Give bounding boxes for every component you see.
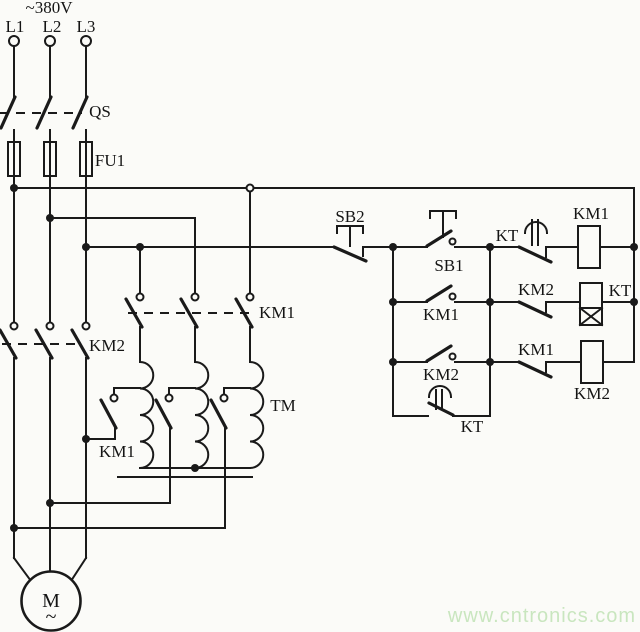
km2-main-label: KM2 — [89, 336, 125, 355]
sb2-stop-button: SB2 — [332, 207, 394, 263]
bus-wires — [13, 187, 635, 295]
watermark: www.cntronics.com — [447, 605, 636, 627]
supply-terminals: ~380V L1 L2 L3 — [6, 0, 96, 47]
km2-aux-label: KM2 — [423, 365, 459, 384]
motor-ac-symbol: ~ — [46, 606, 57, 628]
junction-dots — [10, 184, 638, 532]
phase-label-l1: L1 — [6, 17, 25, 36]
qs-label: QS — [89, 102, 111, 121]
km1-tap-label: KM1 — [99, 442, 135, 461]
kt-row1-label: KT — [496, 226, 519, 245]
tm-winding-2 — [193, 360, 210, 470]
km2-coil-label: KM2 — [574, 384, 610, 403]
km2-nc-label: KM2 — [518, 280, 554, 299]
km1-main-contacts: KM1 — [124, 183, 295, 363]
km2-nc-contact: KM2 — [489, 280, 581, 319]
sb1-label: SB1 — [434, 256, 463, 275]
sb2-label: SB2 — [335, 207, 364, 226]
kt-coil: KT — [578, 281, 635, 327]
km1-no-contact: KM1 — [392, 284, 491, 324]
km1-coil-label: KM1 — [573, 204, 609, 223]
fu1-fuses: FU1 — [7, 141, 125, 177]
kt-delay-arc — [523, 221, 549, 235]
motor-circle — [20, 570, 82, 632]
qs-disconnect-switch: QS — [0, 95, 111, 130]
phase-label-l2: L2 — [43, 17, 62, 36]
km1-main-label: KM1 — [259, 303, 295, 322]
tm-autotransformer: TM — [117, 360, 296, 478]
fu1-label: FU1 — [95, 151, 125, 170]
control-rails — [392, 187, 635, 417]
kt-delay-arc-2 — [427, 385, 453, 399]
tm-label: TM — [270, 396, 296, 415]
km1-tap-contacts: KM1 — [13, 387, 251, 529]
kt-delayed-no-contact: KT — [392, 385, 491, 436]
terminal-l1 — [8, 35, 20, 47]
terminal-l2 — [44, 35, 56, 47]
km1-nc-label: KM1 — [518, 340, 554, 359]
bus-tap-terminal — [245, 183, 255, 193]
sb1-start-button: SB1 — [392, 210, 491, 275]
km2-main-contacts: KM2 — [0, 321, 125, 360]
km1-aux-label: KM1 — [423, 305, 459, 324]
terminal-l3 — [80, 35, 92, 47]
km1-nc-contact: KM1 — [489, 340, 582, 379]
kt-delayed-nc-contact: KT — [489, 219, 579, 264]
km2-no-contact: KM2 — [392, 344, 491, 384]
supply-voltage-label: ~380V — [26, 0, 74, 17]
phase-label-l3: L3 — [77, 17, 96, 36]
motor: M ~ — [20, 570, 82, 632]
km2-coil: KM2 — [574, 340, 635, 403]
kt-row4-label: KT — [461, 417, 484, 436]
tm-winding-3 — [248, 360, 265, 470]
kt-coil-label: KT — [609, 281, 632, 300]
tm-winding-1 — [138, 360, 155, 470]
km1-coil: KM1 — [573, 204, 635, 269]
motor-label: M — [42, 590, 60, 612]
